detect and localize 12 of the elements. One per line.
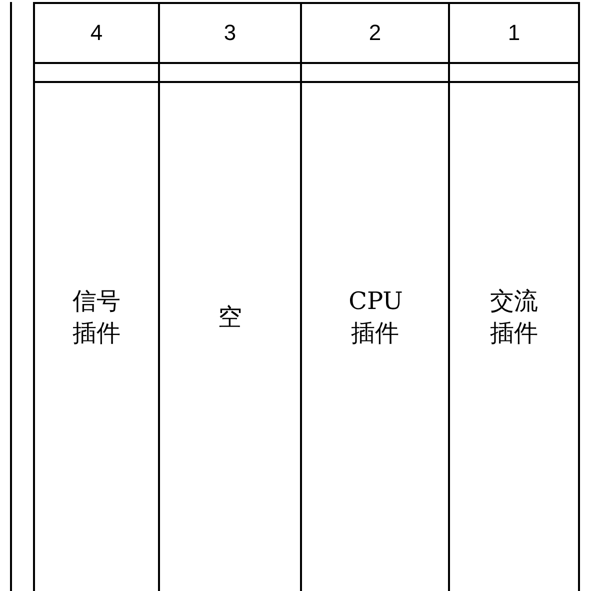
slot-label: CPU插件 xyxy=(348,286,402,349)
slot-label: 交流插件 xyxy=(488,286,539,349)
slot-label: 信号插件 xyxy=(71,286,122,349)
slot-number: 1 xyxy=(508,20,520,46)
slot-column xyxy=(33,2,158,591)
slot-label: 空 xyxy=(216,302,243,333)
slot-number: 3 xyxy=(224,20,236,46)
slot-column xyxy=(300,2,448,591)
slot-number: 4 xyxy=(90,20,103,46)
slot-column xyxy=(158,2,300,591)
slot-number: 2 xyxy=(368,20,382,46)
slot-column xyxy=(448,2,580,591)
